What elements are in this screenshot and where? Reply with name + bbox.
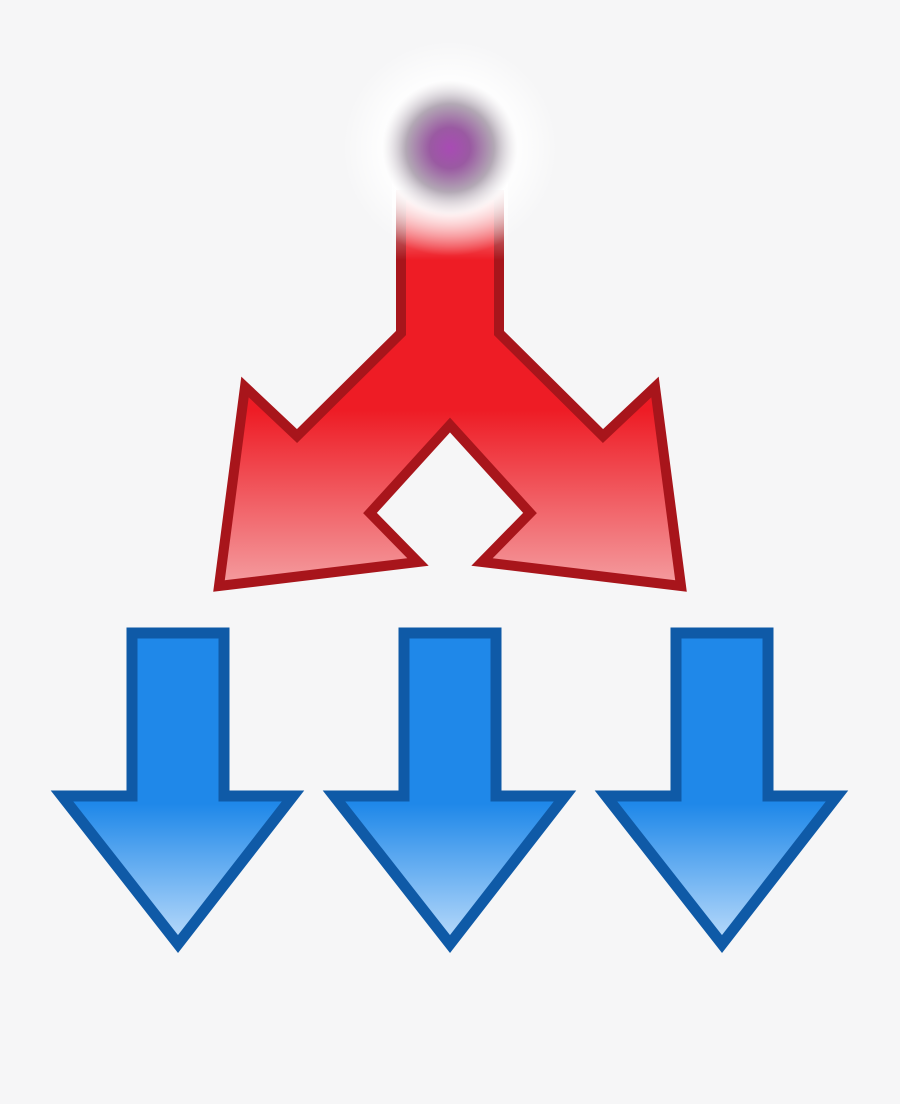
glowing-dot-icon bbox=[342, 40, 558, 256]
down-arrow-icon bbox=[322, 627, 577, 953]
down-arrow-icon bbox=[594, 627, 849, 953]
down-arrow-icon bbox=[50, 627, 305, 953]
